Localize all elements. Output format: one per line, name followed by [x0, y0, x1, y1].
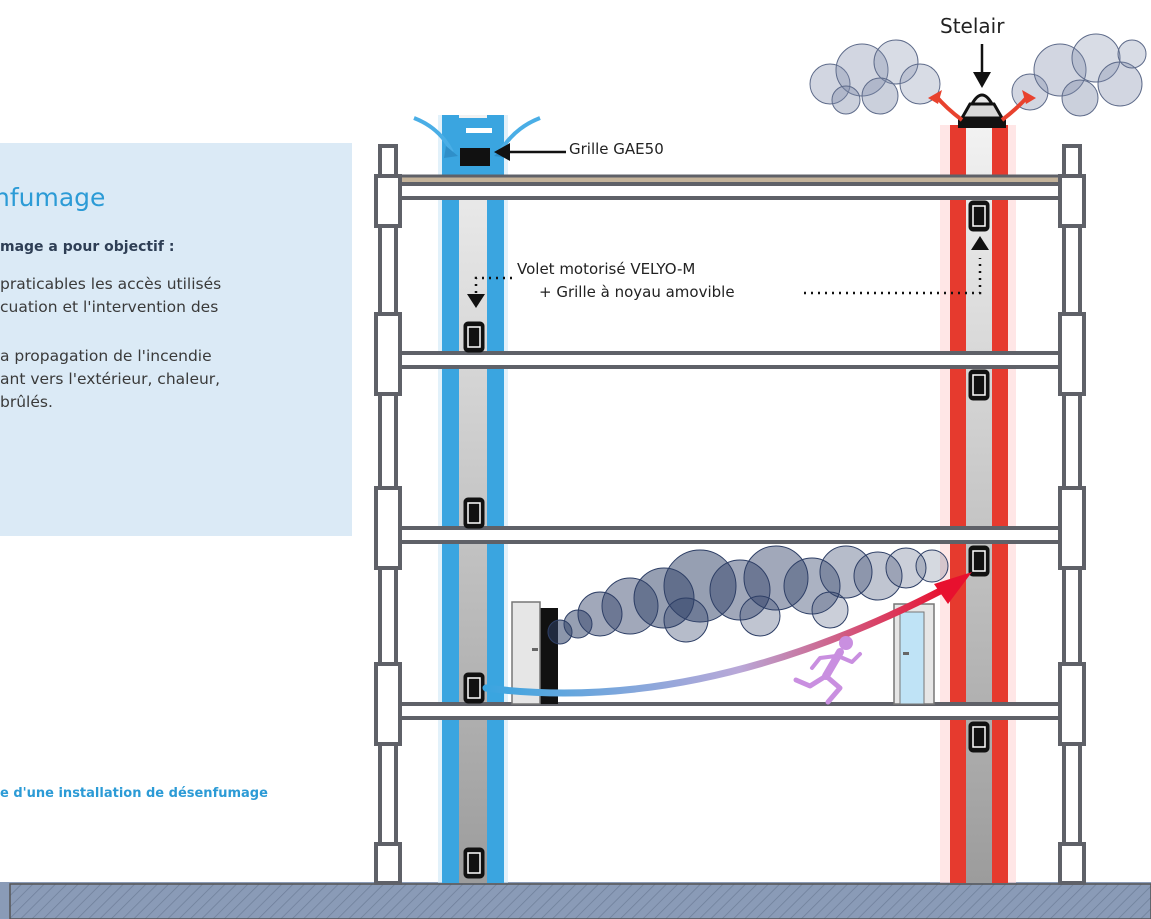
floor-slabs — [390, 174, 1074, 720]
damper-supply-2 — [463, 497, 485, 529]
door-right — [893, 603, 935, 705]
damper-supply-1 — [463, 321, 485, 353]
building-columns — [374, 144, 1086, 885]
figure-caption: e d'une installation de désenfumage — [0, 786, 268, 801]
intake-arrow-left — [444, 146, 458, 158]
info-title: nfumage — [0, 183, 106, 212]
supply-duct — [438, 115, 508, 883]
exhaust-arrow-left — [928, 90, 942, 104]
info-panel: nfumage mage a pour objectif : praticabl… — [0, 143, 352, 536]
label-volet-line1: Volet motorisé VELYO-M — [517, 260, 696, 278]
smoke-cloud-icon — [547, 545, 949, 645]
volet-leaders — [474, 258, 982, 295]
damper-exhaust-1 — [968, 200, 990, 232]
damper-exhaust-3 — [968, 545, 990, 577]
airflow-arrow — [482, 572, 972, 697]
info-line-1: praticables les accès utilisés — [0, 275, 222, 293]
damper-exhaust-4 — [968, 721, 990, 753]
roof-smoke-right — [1011, 33, 1147, 117]
volet-arrow-down — [467, 294, 485, 308]
volet-arrow-up — [971, 236, 989, 250]
damper-supply-4 — [463, 847, 485, 879]
roof-fan-icon — [958, 93, 1006, 128]
label-volet-line2: + Grille à noyau amovible — [539, 283, 735, 301]
info-line-3: a propagation de l'incendie — [0, 347, 212, 365]
exhaust-arrow-right — [1022, 90, 1036, 104]
grille-pointer — [494, 143, 566, 161]
ground-slab — [0, 882, 1151, 919]
label-stelair: Stelair — [940, 14, 1005, 38]
info-line-4: ant vers l'extérieur, chaleur, — [0, 370, 221, 388]
door-left — [511, 601, 558, 705]
dampers — [463, 200, 990, 879]
info-line-2: cuation et l'intervention des — [0, 298, 219, 316]
running-person-icon — [793, 636, 862, 705]
label-grille: Grille GAE50 — [569, 140, 664, 158]
exhaust-duct — [940, 125, 1016, 883]
roof-smoke-left — [809, 39, 941, 115]
damper-exhaust-2 — [968, 369, 990, 401]
damper-supply-3 — [463, 672, 485, 704]
stelair-pointer — [973, 44, 991, 88]
info-line-5: brûlés. — [0, 393, 53, 411]
grille-gae50 — [460, 148, 490, 166]
info-subtitle: mage a pour objectif : — [0, 239, 175, 255]
